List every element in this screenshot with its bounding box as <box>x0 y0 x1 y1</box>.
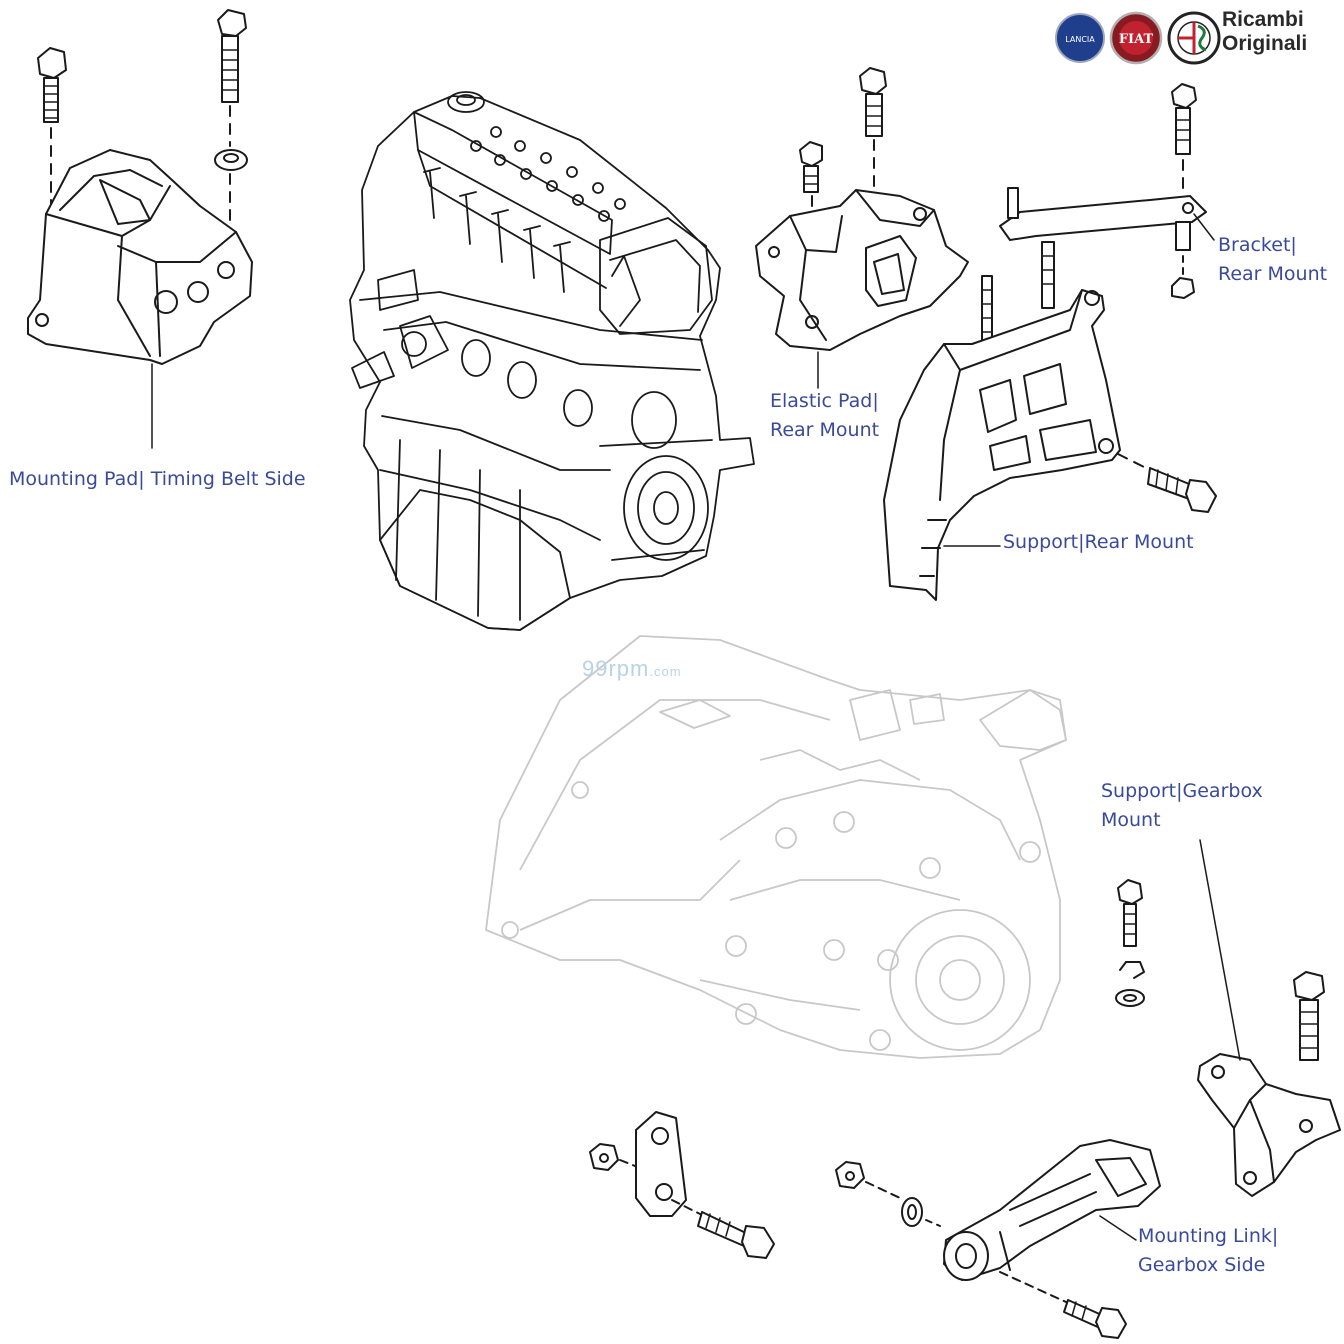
link-plate <box>589 1111 775 1259</box>
label-line: Mounting Pad| Timing Belt Side <box>9 468 306 490</box>
lancia-text: LANCIA <box>1065 35 1095 44</box>
label-support-gearbox-mount: Support|Gearbox Mount <box>1101 777 1263 835</box>
watermark-main: 99rpm <box>582 656 650 681</box>
support-gearbox-mount <box>1197 839 1341 1197</box>
label-line: Support|Gearbox <box>1101 780 1263 802</box>
bolt-icon <box>1063 1299 1127 1339</box>
lancia-logo: LANCIA <box>1055 13 1105 63</box>
elastic-pad-rear-mount <box>755 67 969 389</box>
engine-block <box>349 91 755 631</box>
label-line: Elastic Pad| <box>770 390 879 412</box>
watermark-suffix: .com <box>649 664 682 679</box>
bolt-icon <box>1171 83 1197 155</box>
mounting-link-gearbox-side <box>835 1139 1161 1339</box>
label-line: Bracket| <box>1218 234 1297 256</box>
bolt-icon <box>1117 879 1143 947</box>
fiat-text: FIAT <box>1119 32 1154 47</box>
label-mounting-pad-timing-belt-side: Mounting Pad| Timing Belt Side <box>9 465 306 494</box>
brand-logos: LANCIA FIAT <box>1055 11 1221 65</box>
brand-line1: Ricambi <box>1222 8 1304 31</box>
bolt-icon <box>799 141 823 193</box>
bolt-icon <box>1147 467 1217 513</box>
brand-header: LANCIA FIAT Ricambi Originali <box>1054 8 1334 68</box>
bolt-icon <box>697 1211 775 1259</box>
label-line: Support|Rear Mount <box>1003 531 1194 553</box>
bolt-icon <box>1293 971 1325 1061</box>
label-mounting-link-gearbox-side: Mounting Link| Gearbox Side <box>1138 1222 1278 1280</box>
label-line: Mounting Link| <box>1138 1225 1279 1247</box>
bolt-icon <box>217 9 247 103</box>
label-line: Mount <box>1101 809 1161 831</box>
gearbox-housing <box>485 635 1067 1059</box>
fiat-logo: FIAT <box>1109 11 1163 65</box>
label-bracket-rear-mount: Bracket| Rear Mount <box>1218 231 1327 289</box>
brand-caption: Ricambi Originali <box>1222 8 1307 56</box>
support-rear-mount <box>883 241 1217 601</box>
gearbox-mount-bolt <box>1115 879 1145 1007</box>
label-elastic-pad-rear-mount: Elastic Pad| Rear Mount <box>770 387 879 445</box>
label-line: Gearbox Side <box>1138 1254 1266 1276</box>
bolt-icon <box>859 67 887 137</box>
timing-belt-mounting-pad <box>27 9 253 449</box>
brand-line2: Originali <box>1222 32 1308 55</box>
label-support-rear-mount: Support|Rear Mount <box>1003 528 1194 557</box>
label-line: Rear Mount <box>1218 263 1328 285</box>
label-line: Rear Mount <box>770 419 880 441</box>
alfa-romeo-logo <box>1167 11 1221 65</box>
watermark: 99rpm.com <box>582 656 682 682</box>
bolt-icon <box>37 47 67 123</box>
bracket-rear-mount <box>999 83 1215 299</box>
